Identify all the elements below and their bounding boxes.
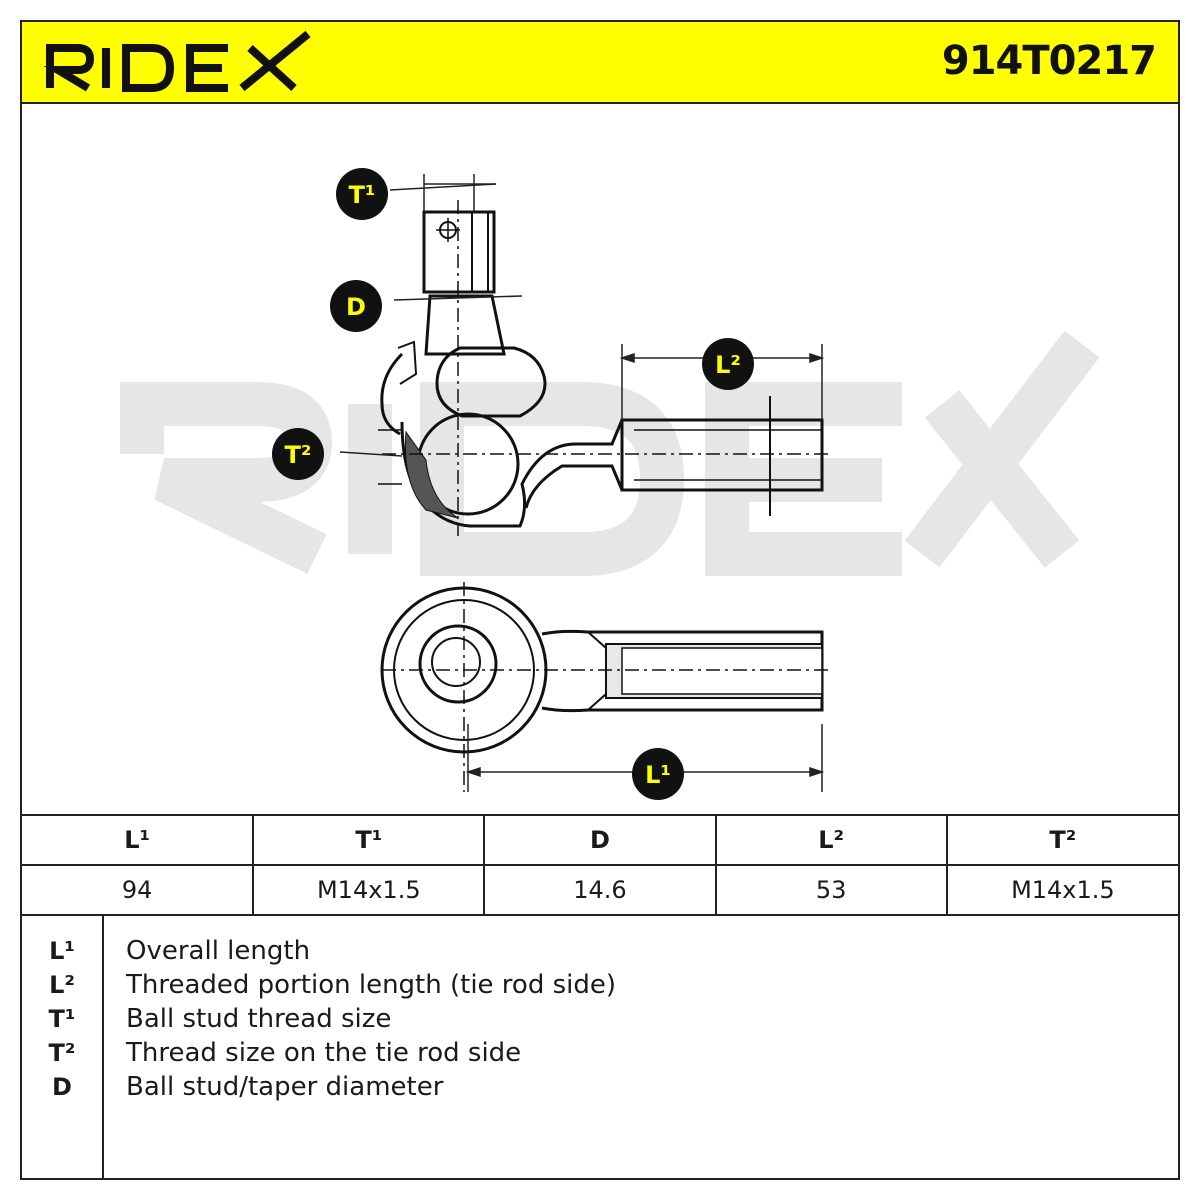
badge-l2: L² [702, 338, 754, 390]
spec-header-d: D [483, 814, 717, 866]
svg-text:D: D [346, 293, 366, 321]
legend-divider [102, 916, 104, 1180]
legend-symbol: T¹ [48, 1005, 76, 1033]
badge-t1: T¹ [336, 168, 388, 220]
legend-item: T¹ Ball stud thread size [22, 1002, 1178, 1036]
legend-symbol: T² [48, 1039, 76, 1067]
svg-text:L¹: L¹ [645, 761, 671, 789]
legend-symbol: D [52, 1073, 72, 1101]
spec-value-row: 94 M14x1.5 14.6 53 M14x1.5 [22, 864, 1178, 916]
side-view [378, 200, 832, 536]
legend-symbol: L¹ [49, 937, 75, 965]
datasheet-frame: 914T0217 [20, 20, 1180, 1180]
stud-top [418, 624, 498, 704]
legend-text: Threaded portion length (tie rod side) [126, 970, 617, 1000]
badge-d: D [330, 280, 382, 332]
technical-drawing: T¹ D T² L² L¹ [120, 168, 1100, 800]
badge-l1: L¹ [632, 748, 684, 800]
spec-value-d: 14.6 [483, 864, 717, 916]
legend-item: L¹ Overall length [22, 934, 1178, 968]
legend-item: T² Thread size on the tie rod side [22, 1036, 1178, 1070]
threaded-shank [620, 418, 824, 492]
spec-value-t1: M14x1.5 [252, 864, 486, 916]
spec-header-l2: L² [714, 814, 948, 866]
spec-value-t2: M14x1.5 [945, 864, 1178, 916]
dust-boot [435, 346, 547, 418]
legend-text: Overall length [126, 936, 311, 966]
badge-t2: T² [272, 428, 324, 480]
spec-value-l1: 94 [22, 864, 255, 916]
ridex-logo-mark [43, 30, 311, 92]
stud-thread [422, 210, 496, 294]
legend-text: Ball stud/taper diameter [126, 1072, 444, 1102]
svg-text:T²: T² [285, 441, 312, 469]
part-number: 914T0217 [941, 38, 1157, 84]
legend-text: Ball stud thread size [126, 1004, 392, 1034]
svg-text:T¹: T¹ [349, 181, 376, 209]
spec-value-l2: 53 [714, 864, 948, 916]
legend: L¹ Overall length L² Threaded portion le… [22, 914, 1178, 1180]
spec-header-t2: T² [945, 814, 1178, 866]
legend-item: D Ball stud/taper diameter [22, 1070, 1178, 1104]
spec-header-row: L¹ T¹ D L² T² [22, 814, 1178, 866]
ridex-logo [43, 30, 314, 96]
legend-text: Thread size on the tie rod side [126, 1038, 522, 1068]
legend-item: L² Threaded portion length (tie rod side… [22, 968, 1178, 1002]
svg-text:L²: L² [715, 351, 741, 379]
header-bar: 914T0217 [22, 22, 1178, 104]
dimension-lines [339, 174, 825, 457]
legend-symbol: L² [49, 971, 75, 999]
spec-header-t1: T¹ [252, 814, 486, 866]
stud-taper [424, 294, 506, 356]
spec-table: L¹ T¹ D L² T² 94 M14x1.5 14.6 53 M14x1.5 [22, 814, 1178, 916]
top-view [380, 582, 832, 792]
spec-header-l1: L¹ [22, 814, 255, 866]
